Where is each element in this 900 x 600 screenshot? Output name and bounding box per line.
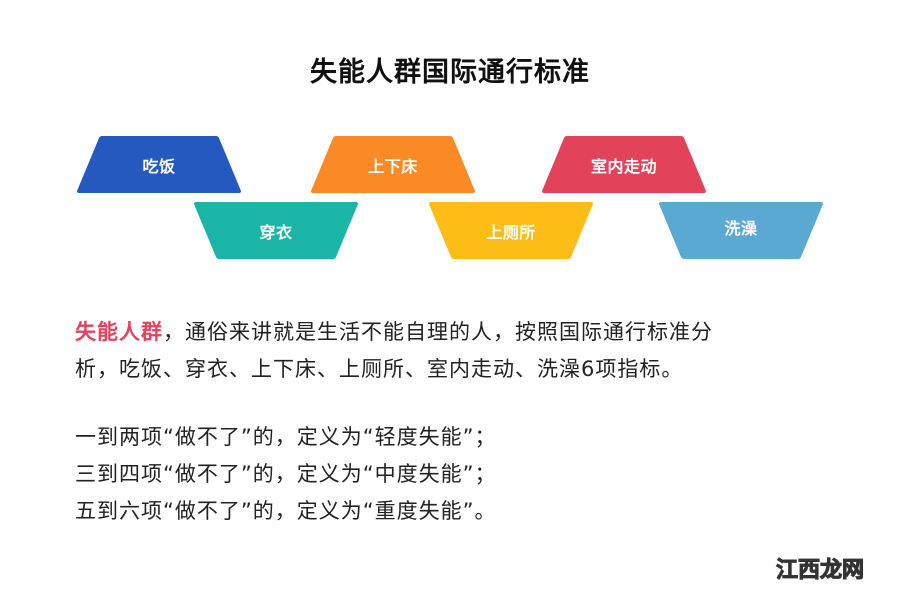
indicator-toileting: 上厕所 xyxy=(429,202,593,259)
definition-mild: 一到两项“做不了”的，定义为“轻度失能”； xyxy=(75,425,497,449)
trapezoid-shape xyxy=(659,202,823,259)
definition-severe: 五到六项“做不了”的，定义为“重度失能”。 xyxy=(75,499,497,523)
highlight-term: 失能人群 xyxy=(75,320,163,344)
indicator-eating: 吃饭 xyxy=(77,136,241,193)
trapezoid-shape xyxy=(194,202,358,259)
indicator-label: 吃饭 xyxy=(142,156,176,176)
watermark-logo: 江西龙网 xyxy=(775,552,864,584)
trapezoid-shape xyxy=(429,202,593,259)
watermark-part2: 龙网 xyxy=(819,558,864,584)
definitions-list: 一到两项“做不了”的，定义为“轻度失能”； 三到四项“做不了”的，定义为“中度失… xyxy=(75,419,497,530)
indicator-indoor-walking: 室内走动 xyxy=(542,136,706,193)
indicator-bed-transfer: 上下床 xyxy=(311,136,475,193)
definition-moderate: 三到四项“做不了”的，定义为“中度失能”； xyxy=(75,462,497,486)
trapezoid-shape xyxy=(542,136,706,193)
indicator-label: 洗澡 xyxy=(724,218,758,238)
trapezoid-shape xyxy=(77,136,241,193)
indicator-dressing: 穿衣 xyxy=(194,202,358,259)
indicator-bathing: 洗澡 xyxy=(659,202,823,259)
trapezoid-shape xyxy=(311,136,475,193)
indicator-label: 穿衣 xyxy=(259,222,293,242)
indicator-label: 上下床 xyxy=(368,156,418,176)
intro-line-1-text: ，通俗来讲就是生活不能自理的人，按照国际通行标准分 xyxy=(163,320,713,344)
indicator-label: 室内走动 xyxy=(590,156,657,176)
intro-line-1: 失能人群，通俗来讲就是生活不能自理的人，按照国际通行标准分 xyxy=(75,314,713,351)
intro-paragraph: 失能人群，通俗来讲就是生活不能自理的人，按照国际通行标准分 析，吃饭、穿衣、上下… xyxy=(75,314,713,388)
watermark-part1: 江西 xyxy=(775,558,820,584)
page-title: 失能人群国际通行标准 xyxy=(310,57,590,88)
intro-line-2: 析，吃饭、穿衣、上下床、上厕所、室内走动、洗澡6项指标。 xyxy=(75,357,684,381)
indicator-label: 上厕所 xyxy=(486,222,536,242)
